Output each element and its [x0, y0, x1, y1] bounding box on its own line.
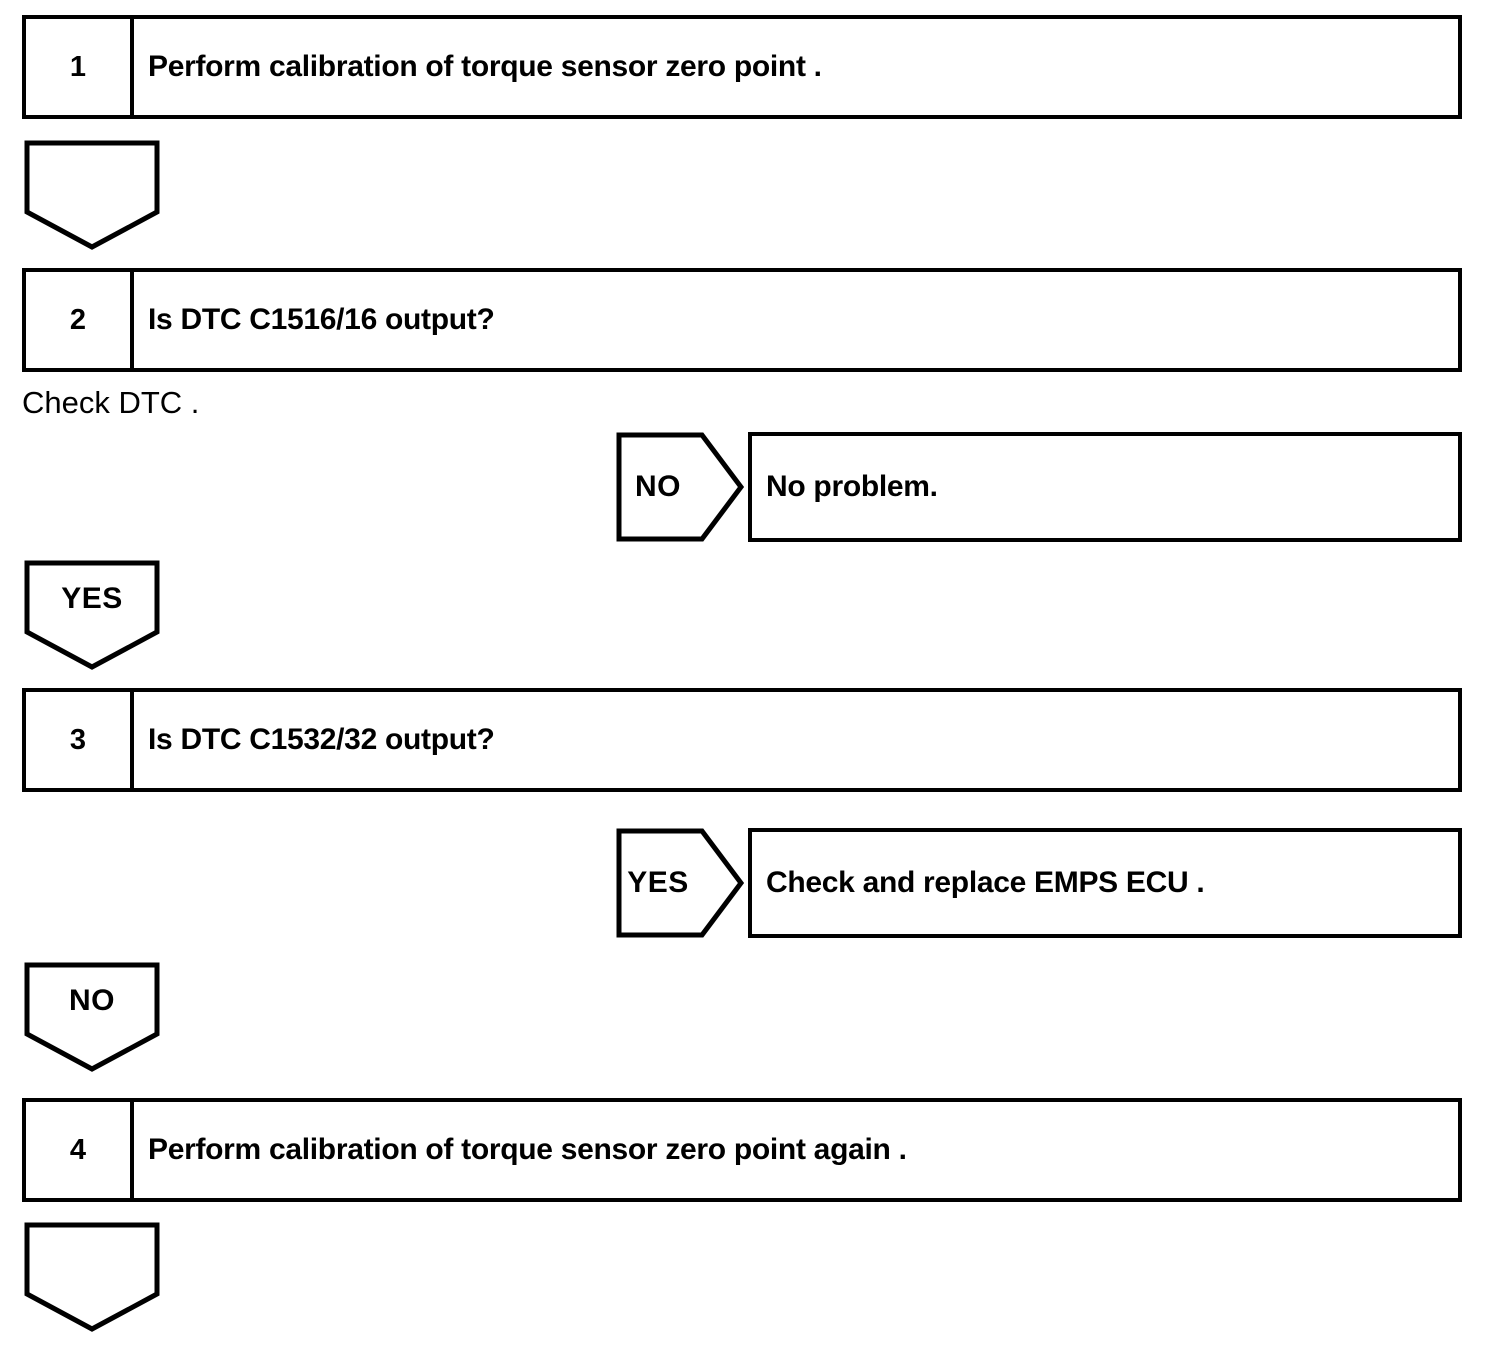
step-row-3: 3 Is DTC C1532/32 output? — [22, 688, 1462, 792]
flow-connector-no: NO — [24, 962, 160, 1072]
step-text-3: Is DTC C1532/32 output? — [148, 723, 495, 756]
step-number-1: 1 — [26, 19, 134, 115]
step-text-1: Perform calibration of torque sensor zer… — [148, 50, 822, 83]
branch-label-no-1: NO — [616, 432, 744, 542]
flow-connector-4 — [24, 1222, 160, 1332]
flow-connector-yes: YES — [24, 560, 160, 670]
pentagon-down-shape — [24, 1222, 160, 1332]
result-box-no-problem: No problem. — [748, 432, 1462, 542]
flow-connector-1 — [24, 140, 160, 250]
pentagon-down-shape — [24, 560, 160, 670]
step-number-4: 4 — [26, 1102, 134, 1198]
step-row-2: 2 Is DTC C1516/16 output? — [22, 268, 1462, 372]
step-text-4: Perform calibration of torque sensor zer… — [148, 1133, 907, 1166]
branch-label-yes-1: YES — [616, 828, 744, 938]
note-check-dtc: Check DTC . — [22, 385, 200, 420]
pentagon-down-shape — [24, 140, 160, 250]
pentagon-right-shape — [616, 828, 744, 938]
step-text-2: Is DTC C1516/16 output? — [148, 303, 495, 336]
step-row-4: 4 Perform calibration of torque sensor z… — [22, 1098, 1462, 1202]
pentagon-right-shape — [616, 432, 744, 542]
step-row-1: 1 Perform calibration of torque sensor z… — [22, 15, 1462, 119]
pentagon-down-shape — [24, 962, 160, 1072]
result-box-replace-emps-ecu: Check and replace EMPS ECU . — [748, 828, 1462, 938]
step-number-3: 3 — [26, 692, 134, 788]
step-number-2: 2 — [26, 272, 134, 368]
